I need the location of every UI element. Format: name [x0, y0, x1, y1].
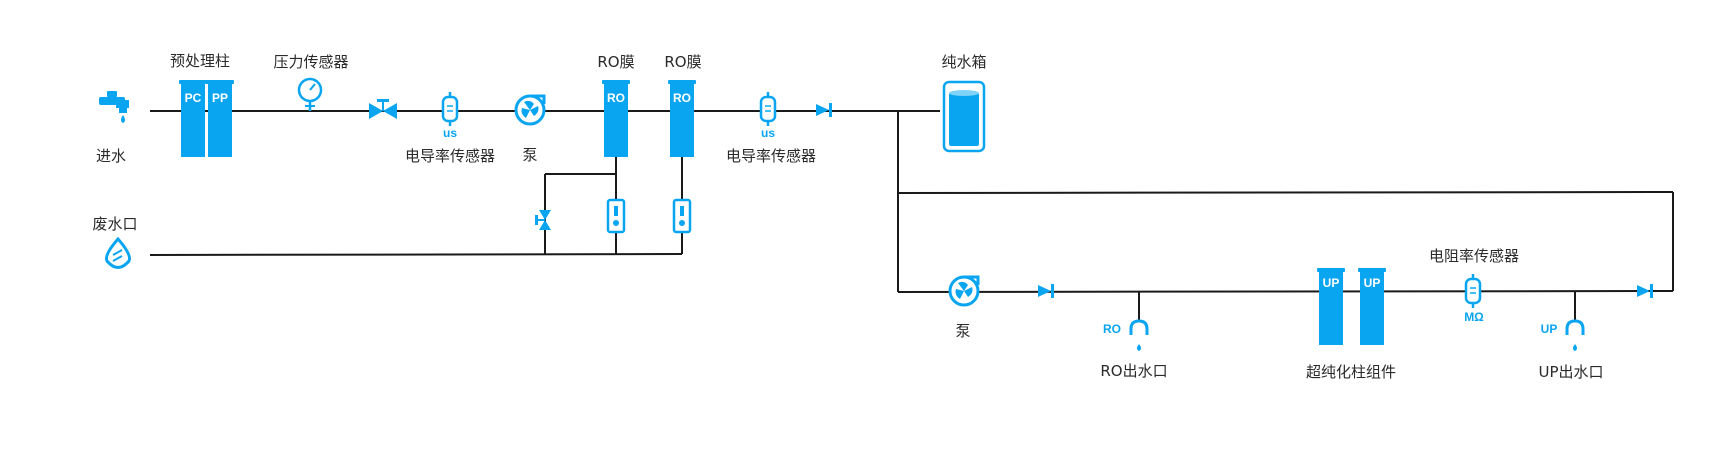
pretreatment-label: 预处理柱: [170, 52, 230, 70]
conductivity-sensor-1-label: 电导率传感器: [405, 147, 495, 165]
ro-tag-2: RO: [673, 91, 691, 105]
ro-membrane-icon: [668, 80, 696, 157]
valve-icon: [535, 210, 551, 230]
conductivity-sensor-icon: [441, 92, 459, 126]
filter-column-icon: [179, 80, 234, 157]
pure-tank-label: 纯水箱: [941, 53, 986, 71]
us-tag-2: us: [761, 126, 775, 140]
check-valve-icon: [1637, 284, 1653, 298]
pump-2-label: 泵: [955, 322, 970, 340]
valve-icon: [369, 99, 397, 119]
ro-outlet-label: RO出水口: [1100, 362, 1167, 380]
pipes: [149, 110, 1674, 321]
pp-tag: PP: [212, 91, 228, 105]
pressure-gauge-icon: [297, 77, 323, 111]
conductivity-sensor-2-label: 电导率传感器: [726, 147, 816, 165]
faucet-icon: [99, 91, 129, 123]
pump-icon: [514, 94, 546, 126]
water-outlet-icon: [1565, 319, 1585, 351]
water-outlet-icon: [1129, 319, 1149, 351]
ro-membrane-1-label: RO膜: [597, 53, 634, 71]
drain-label: 废水口: [92, 215, 137, 233]
ro-outlet-tag: RO: [1103, 322, 1121, 336]
flowmeter-icon: [606, 198, 626, 234]
conductivity-sensor-icon: [759, 92, 777, 126]
up-tag-1: UP: [1323, 276, 1340, 290]
up-tag-2: UP: [1364, 276, 1381, 290]
pc-tag: PC: [185, 91, 202, 105]
ro-membrane-2-label: RO膜: [664, 53, 701, 71]
ro-tag-1: RO: [607, 91, 625, 105]
water-tank-icon: [942, 80, 986, 153]
ultra-pure-column-label: 超纯化柱组件: [1306, 363, 1396, 381]
check-valve-icon: [816, 103, 832, 117]
return-pipe: [897, 191, 1674, 194]
us-tag-1: us: [443, 126, 457, 140]
up-outlet-label: UP出水口: [1538, 363, 1603, 381]
loop-pipe: [897, 290, 1674, 293]
resistivity-sensor-label: 电阻率传感器: [1429, 247, 1519, 265]
pump-1-label: 泵: [522, 146, 537, 164]
pump-icon: [948, 275, 980, 307]
water-drop-icon: [105, 236, 131, 269]
up-outlet-tag: UP: [1541, 322, 1558, 336]
pressure-sensor-label: 压力传感器: [273, 53, 348, 71]
ro-membrane-icon: [602, 80, 630, 157]
conductivity-sensor-icon: [1464, 274, 1482, 308]
filter-column-icon: [1317, 268, 1386, 345]
inlet-label: 进水: [96, 147, 126, 165]
flowmeter-icon: [672, 198, 692, 234]
check-valve-icon: [1038, 284, 1054, 298]
drain-pipe: [149, 253, 683, 256]
mohm-tag: MΩ: [1464, 310, 1484, 324]
